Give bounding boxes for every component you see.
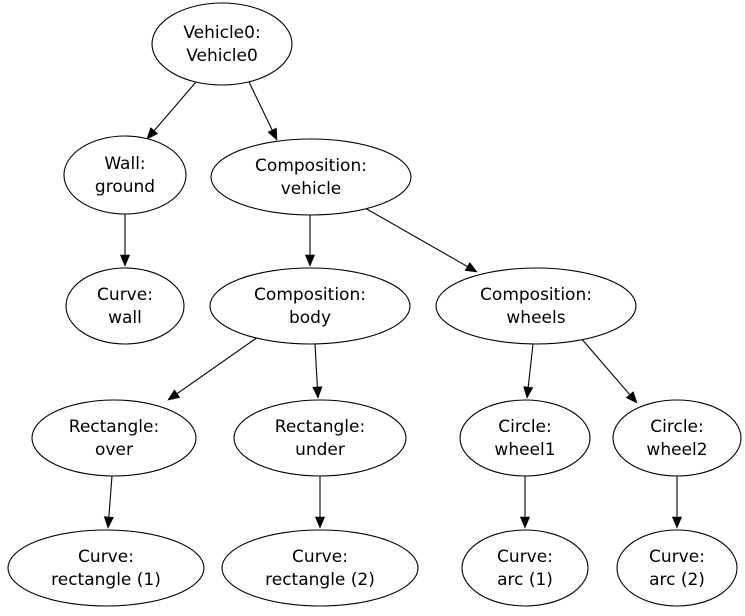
graph-node[interactable]: Circle: wheel1 (459, 399, 591, 477)
node-label-name: arc (2) (649, 570, 705, 590)
edge-arrowhead-icon (119, 254, 131, 267)
graph-node[interactable]: Rectangle: under (233, 399, 407, 477)
edge-line (153, 81, 197, 132)
edge-arrowhead-icon (146, 127, 159, 140)
graph-node[interactable]: Circle: wheel2 (612, 399, 742, 477)
graph-node[interactable]: Curve: rectangle (1) (7, 529, 205, 607)
edge-line (314, 343, 318, 388)
graph-edge (248, 81, 278, 141)
graph-node[interactable]: Composition: wheels (435, 267, 637, 345)
graph-edge (103, 475, 114, 529)
node-ellipse[interactable] (65, 267, 185, 345)
node-ellipse[interactable] (459, 399, 591, 477)
edge-arrowhead-icon (523, 386, 534, 399)
edges-layer (103, 81, 683, 529)
node-ellipse[interactable] (31, 399, 197, 477)
edge-arrowhead-icon (267, 127, 278, 141)
node-label-name: wheel1 (494, 440, 555, 460)
graph-edge (167, 336, 259, 401)
nodes-layer: Vehicle0:Vehicle0Wall:groundComposition:… (7, 2, 742, 607)
graph-node[interactable]: Vehicle0: Vehicle0 (151, 2, 293, 86)
node-label-type: Curve: (292, 547, 348, 567)
node-label-name: body (289, 308, 331, 328)
edge-arrowhead-icon (314, 516, 326, 529)
node-ellipse[interactable] (435, 267, 637, 345)
node-label-type: Circle: (650, 417, 703, 437)
node-label-type: Circle: (498, 417, 551, 437)
node-label-name: rectangle (1) (51, 570, 161, 590)
edge-arrowhead-icon (167, 389, 181, 401)
edge-line (108, 475, 113, 518)
edge-arrowhead-icon (312, 386, 323, 399)
node-ellipse[interactable] (233, 399, 407, 477)
node-label-name: wall (108, 308, 142, 328)
node-label-name: ground (95, 177, 155, 197)
node-label-type: Composition: (480, 285, 592, 305)
node-label-name: vehicle (281, 179, 342, 199)
node-label-name: arc (1) (497, 570, 553, 590)
node-ellipse[interactable] (63, 135, 187, 215)
edge-line (176, 336, 259, 395)
graph-edge (519, 476, 531, 529)
graph-edge (523, 343, 534, 399)
node-label-name: wheel2 (646, 440, 707, 460)
graph-edge (314, 476, 326, 529)
node-label-type: Vehicle0: (183, 23, 260, 43)
graph-node[interactable]: Curve: wall (65, 267, 185, 345)
graph-node[interactable]: Curve: arc (1) (461, 529, 589, 607)
node-ellipse[interactable] (221, 529, 419, 607)
graph-node[interactable]: Curve: arc (2) (616, 529, 738, 607)
node-label-name: wheels (506, 308, 565, 328)
node-label-type: Wall: (104, 154, 145, 174)
edge-arrowhead-icon (519, 516, 531, 529)
node-label-type: Curve: (649, 547, 705, 567)
graph-node[interactable]: Composition: vehicle (210, 138, 412, 216)
edge-line (527, 343, 534, 388)
edge-line (579, 336, 631, 396)
node-label-name: over (95, 440, 133, 460)
graph-node[interactable]: Curve: rectangle (2) (221, 529, 419, 607)
node-ellipse[interactable] (151, 2, 293, 86)
graph-edge (312, 343, 323, 399)
graph-node[interactable]: Rectangle: over (31, 399, 197, 477)
edge-arrowhead-icon (625, 391, 638, 404)
node-ellipse[interactable] (210, 138, 412, 216)
node-ellipse[interactable] (7, 529, 205, 607)
graph-edge (146, 81, 197, 140)
node-ellipse[interactable] (209, 267, 411, 345)
node-label-type: Curve: (97, 285, 153, 305)
edge-arrowhead-icon (671, 516, 683, 529)
graph-edge (579, 336, 638, 404)
node-label-name: Vehicle0 (186, 46, 258, 66)
node-label-type: Composition: (255, 156, 367, 176)
node-label-type: Composition: (254, 285, 366, 305)
node-ellipse[interactable] (612, 399, 742, 477)
node-label-type: Rectangle: (69, 417, 159, 437)
graph-node[interactable]: Wall: ground (63, 135, 187, 215)
edge-arrowhead-icon (103, 516, 114, 529)
edge-line (364, 207, 468, 268)
node-label-type: Curve: (78, 547, 134, 567)
node-ellipse[interactable] (461, 529, 589, 607)
node-label-name: under (295, 440, 345, 460)
edge-arrowhead-icon (304, 254, 316, 267)
node-label-name: rectangle (2) (265, 570, 375, 590)
graph-edge (119, 214, 131, 267)
graph-edge (304, 215, 316, 267)
graph-edge (364, 207, 478, 273)
node-label-type: Rectangle: (275, 417, 365, 437)
node-label-type: Curve: (497, 547, 553, 567)
graph-node[interactable]: Composition: body (209, 267, 411, 345)
edge-line (248, 81, 273, 131)
graph-edge (671, 476, 683, 529)
edge-arrowhead-icon (464, 262, 478, 273)
node-ellipse[interactable] (616, 529, 738, 607)
